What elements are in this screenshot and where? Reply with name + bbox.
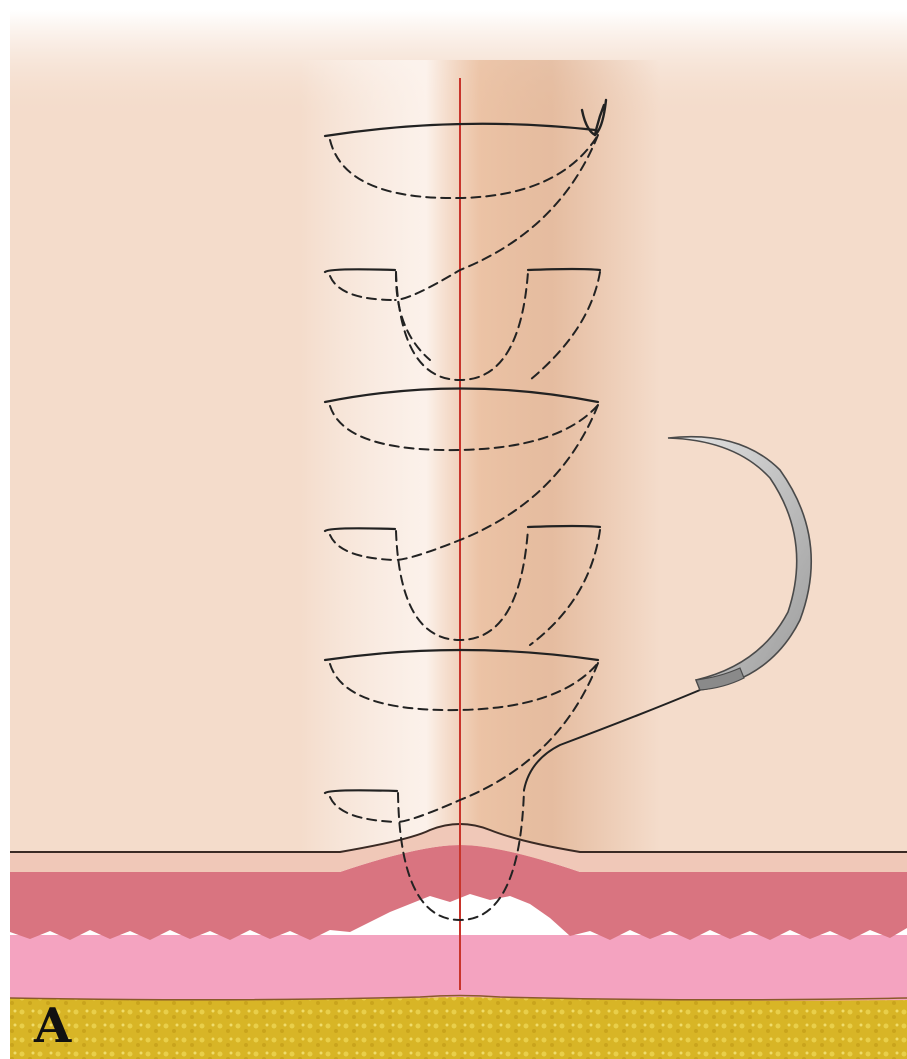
fat-layer: [10, 994, 907, 1059]
suture-loop-4-right: [528, 526, 600, 527]
deep-dermis-layer: [10, 935, 907, 1001]
panel-label: A: [33, 998, 72, 1054]
incision-shading: [300, 60, 660, 860]
suture-loop-2-right: [528, 269, 600, 270]
